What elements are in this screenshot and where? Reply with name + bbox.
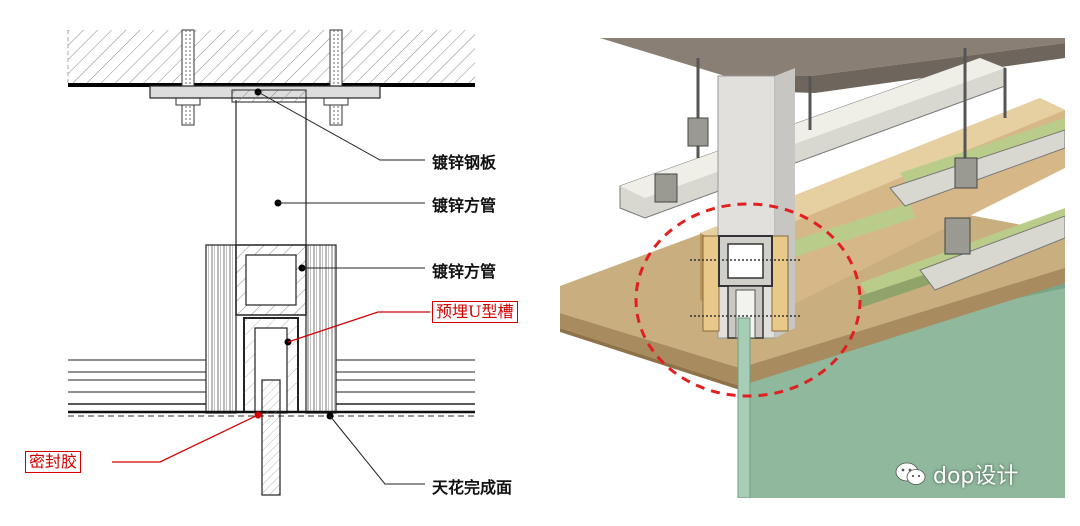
label-galvanized-square-tube-lower: 镀锌方管 [432,262,497,281]
label-galvanized-steel-plate: 镀锌钢板 [432,153,497,172]
glass-pane [254,379,281,496]
label-sealant: 密封胶 [25,451,82,473]
anchor-bolts [175,29,349,126]
label-ceiling-finish-surface: 天花完成面 [432,478,513,497]
3d-illustration [560,38,1066,499]
concrete-slab [67,30,475,87]
main-channels [619,57,1066,291]
u-channel [243,317,299,414]
label-galvanized-square-tube-upper: 镀锌方管 [432,196,497,215]
section-detail-drawing: 镀锌钢板 镀锌方管 镀锌方管 预埋U型槽 密封胶 天花完成面 [25,29,518,497]
highlight-circle [634,202,862,398]
top-slab [600,38,1065,76]
watermark-text: dop设计 [933,464,1019,489]
hanger-clips [654,117,978,255]
vertical-square-tube [235,100,307,245]
galvanized-steel-plate [149,85,381,103]
lower-square-tube [235,244,307,316]
red-leader-lines [112,311,430,463]
label-embedded-u-channel: 预埋U型槽 [432,301,518,323]
timber-blocks [205,244,337,414]
wechat-icon [895,462,926,485]
watermark: dop设计 [895,458,1018,490]
glass-partition [737,317,751,499]
illustration-svg [560,38,1066,499]
detail-drawing-svg [67,29,475,496]
leader-lines [257,91,425,485]
